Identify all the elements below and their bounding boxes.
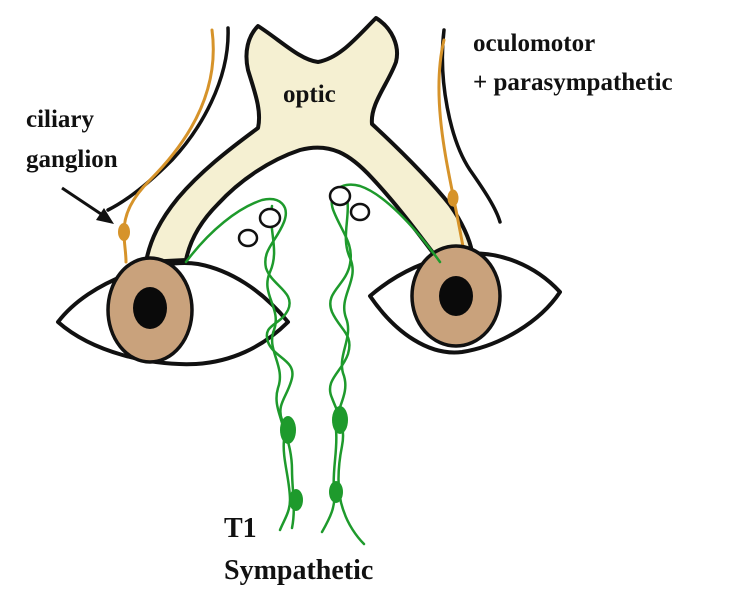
- ciliary-arrow: [62, 188, 107, 218]
- optic-nerve-shape: [146, 18, 472, 262]
- ciliary-label: ciliary: [26, 107, 94, 132]
- left-sympathetic-ganglion-2: [289, 489, 303, 511]
- t1-label: T1: [224, 515, 257, 543]
- right-sympathetic-eye-loop-2: [330, 187, 350, 205]
- left-ciliary-ganglion: [118, 223, 130, 241]
- left-sympathetic-ganglion-1: [280, 416, 296, 444]
- right-sympathetic-ganglion-2: [329, 481, 343, 503]
- right-sympathetic-eye-loop-1: [351, 204, 369, 220]
- left-sympathetic-eye-loop-1: [239, 230, 257, 246]
- ciliary-arrow-head: [96, 208, 114, 224]
- left-sympathetic-trunk: [267, 206, 290, 530]
- left-sympathetic-eye-loop-2: [260, 209, 280, 227]
- sympathetic-label: Sympathetic: [224, 557, 373, 585]
- right-sympathetic-ganglion-1: [332, 406, 348, 434]
- left-eye-pupil: [133, 287, 167, 329]
- parasympathetic-label: + parasympathetic: [473, 70, 673, 95]
- oculomotor-label: oculomotor: [473, 31, 595, 56]
- optic-label: optic: [283, 82, 336, 107]
- right-ciliary-ganglion: [448, 190, 459, 207]
- right-eye-pupil: [439, 276, 473, 316]
- ganglion-label: ganglion: [26, 147, 118, 172]
